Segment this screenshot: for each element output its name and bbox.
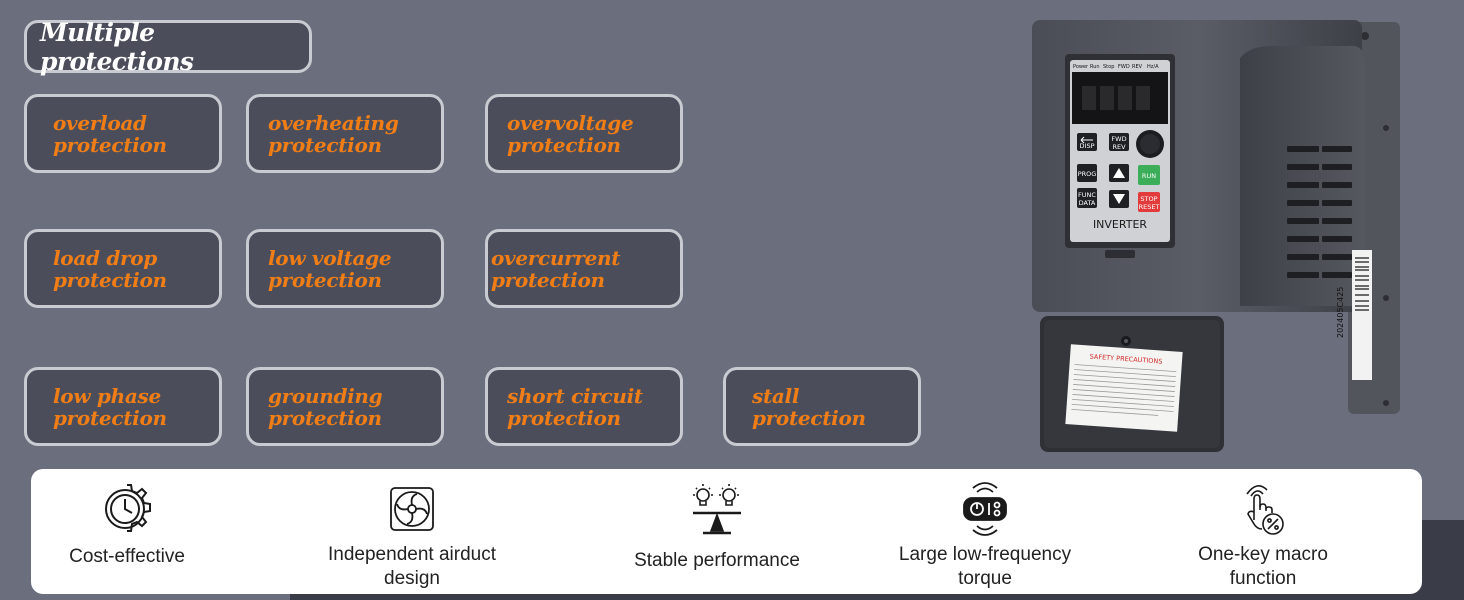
protection-badge-line1: overload: [53, 110, 147, 135]
indicator-rev: REV: [1132, 64, 1143, 70]
vent-slots: [1287, 146, 1352, 278]
fwd-rev-key[interactable]: [1109, 133, 1129, 151]
protection-badge-line2: protection: [491, 267, 605, 292]
protection-badge-line1: grounding: [268, 383, 383, 408]
protection-badge-line2: protection: [268, 405, 382, 430]
barcode-sticker: [1352, 250, 1372, 380]
protection-badge-load-drop: load drop protection: [24, 229, 222, 308]
down-arrow-icon: [1113, 194, 1125, 204]
feature-cost-effective: Cost-effective: [47, 469, 207, 594]
inverter-device-image: 202405C425 Power Run Stop FWD REV Hz/A D…: [1032, 20, 1400, 452]
protection-badge-overcurrent: overcurrent protection: [485, 229, 683, 308]
stop-reset-key[interactable]: [1138, 192, 1160, 212]
fwd-rev-key-label1: FWD: [1111, 135, 1126, 143]
feature-airduct-design: Independent airduct design: [302, 469, 522, 594]
func-key-label1: FUNC: [1078, 191, 1096, 199]
clock-gear-icon: [97, 479, 157, 539]
feature-label: Cost-effective: [69, 546, 185, 567]
touch-percent-icon: [1233, 479, 1293, 539]
protection-badge-overload: overload protection: [24, 94, 222, 173]
protection-badge-line1: stall: [752, 383, 800, 408]
protection-badge-line1: load drop: [53, 245, 157, 270]
indicator-fwd: FWD: [1118, 64, 1130, 70]
func-key-label2: DATA: [1079, 199, 1096, 207]
protection-badge-line2: protection: [268, 132, 382, 157]
protection-badge-line1: overvoltage: [507, 110, 634, 135]
side-panel: [1240, 46, 1365, 306]
indicator-run: Run: [1090, 64, 1100, 70]
indicator-hz: Hz/A: [1147, 64, 1159, 70]
feature-label: Stable performance: [634, 550, 800, 571]
feature-label-line2: design: [384, 568, 440, 589]
protection-badge-line2: protection: [53, 132, 167, 157]
up-arrow-icon: [1113, 168, 1125, 178]
feature-stable-performance: Stable performance: [607, 469, 827, 594]
func-data-key[interactable]: [1077, 188, 1097, 208]
feature-label-line1: Independent airduct: [328, 544, 496, 565]
stop-key-label2: RESET: [1139, 203, 1160, 211]
protection-badge-line1: overcurrent: [491, 245, 621, 270]
protection-badge-line1: low voltage: [268, 245, 392, 270]
section-heading-text: Multiple protections: [40, 17, 194, 76]
feature-label-line2: torque: [958, 568, 1012, 589]
disp-key-label: DISP: [1080, 142, 1095, 150]
protection-badge-short-circuit: short circuit protection: [485, 367, 683, 446]
protection-badge-line2: protection: [53, 267, 167, 292]
feature-label-line2: function: [1229, 568, 1297, 589]
barcode-lines: [1355, 257, 1369, 311]
protection-badge-line2: protection: [507, 405, 621, 430]
balance-bulbs-icon: [687, 479, 747, 539]
fwd-rev-key-label2: REV: [1112, 143, 1126, 151]
protection-badge-line1: overheating: [268, 110, 399, 135]
feature-label-line1: Large low-frequency: [898, 544, 1072, 565]
fan-icon: [382, 479, 442, 539]
protection-badge-grounding: grounding protection: [246, 367, 444, 446]
barcode-number: 202405C425: [1336, 287, 1345, 338]
indicator-power: Power: [1073, 64, 1089, 70]
protection-badge-low-voltage: low voltage protection: [246, 229, 444, 308]
feature-bar: Cost-effective Independent airduct desig…: [31, 469, 1422, 594]
protection-badge-low-phase: low phase protection: [24, 367, 222, 446]
protection-badge-line2: protection: [752, 405, 866, 430]
protection-badge-line2: protection: [268, 267, 382, 292]
run-key[interactable]: [1138, 165, 1160, 185]
protection-badge-overvoltage: overvoltage protection: [485, 94, 683, 173]
protection-badge-stall: stall protection: [723, 367, 921, 446]
inverter-brand-label: INVERTER: [1093, 218, 1147, 231]
protection-badge-line2: protection: [53, 405, 167, 430]
prog-key-label: PROG: [1078, 170, 1097, 178]
protection-badge-line1: short circuit: [507, 383, 643, 408]
feature-one-key-macro: One-key macro function: [1153, 469, 1373, 594]
run-key-label: RUN: [1142, 172, 1156, 180]
protection-badge-line1: low phase: [53, 383, 161, 408]
feature-label-line1: One-key macro: [1198, 544, 1328, 565]
protection-badge-overheating: overheating protection: [246, 94, 444, 173]
section-heading: Multiple protections: [24, 17, 312, 76]
indicator-stop: Stop: [1103, 64, 1114, 70]
disp-key[interactable]: [1077, 133, 1097, 151]
stop-key-label1: STOP: [1140, 195, 1157, 203]
protection-badge-line2: protection: [507, 132, 621, 157]
power-switch-icon: [955, 479, 1015, 539]
prog-key[interactable]: [1077, 164, 1097, 182]
feature-low-frequency-torque: Large low-frequency torque: [875, 469, 1095, 594]
